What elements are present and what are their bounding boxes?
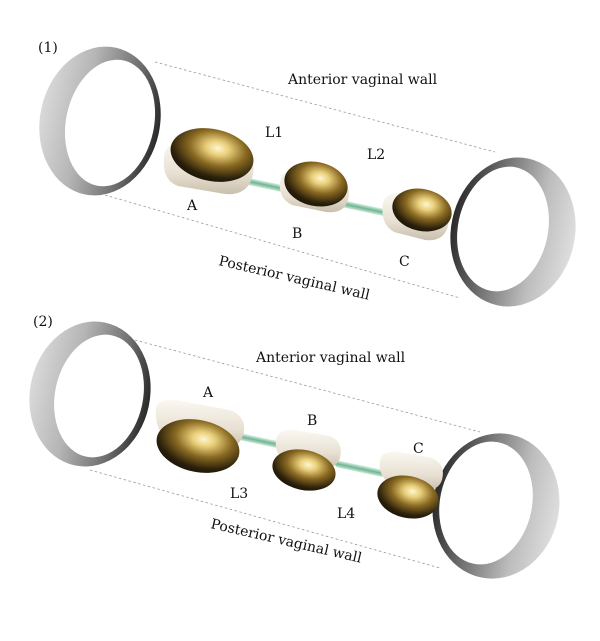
panel-2-probe xyxy=(155,399,443,519)
panel-1-top-guide-line xyxy=(154,61,496,153)
panel-1-right-ring xyxy=(450,157,576,307)
panel-2-dome-A xyxy=(156,419,240,473)
panel-2-bottom-guide-line xyxy=(89,469,441,569)
panel-2-dome-B xyxy=(272,449,336,491)
panel-2-sensor-B-label: B xyxy=(307,413,317,429)
panel-1-bottom-guide-line xyxy=(104,194,461,299)
panel-2-link-L4 xyxy=(335,460,385,477)
panel-1-dome-B xyxy=(284,161,348,207)
panel-2: (2) Anterior vaginal wall Posterior vagi… xyxy=(29,314,560,579)
panel-1-left-ring xyxy=(39,46,161,196)
panel-1-sensor-B-label: B xyxy=(292,226,302,242)
panel-1: (1) Anterior vaginal wall Posterior xyxy=(38,40,576,307)
panel-2-link-L3-label: L3 xyxy=(230,486,248,502)
panel-1-link-L2-label: L2 xyxy=(367,147,385,163)
panel-1-link-L1-label: L1 xyxy=(265,125,283,141)
panel-2-anterior-label: Anterior vaginal wall xyxy=(255,350,406,366)
panel-2-sensor-C-label: C xyxy=(413,441,424,457)
panel-2-left-ring xyxy=(29,321,151,467)
panel-2-posterior-label: Posterior vaginal wall xyxy=(209,516,364,566)
panel-1-sensor-C-label: C xyxy=(399,254,410,270)
panel-1-anterior-label: Anterior vaginal wall xyxy=(287,72,438,88)
panel-2-number: (2) xyxy=(33,314,53,330)
panel-1-posterior-label: Posterior vaginal wall xyxy=(217,253,372,303)
panel-2-sensor-A-label: A xyxy=(202,385,214,401)
panel-1-dome-A xyxy=(170,128,254,182)
panel-2-dome-C xyxy=(377,475,439,519)
panel-1-sensor-A-label: A xyxy=(186,198,198,214)
panel-2-link-L3 xyxy=(239,433,281,449)
panel-2-right-ring xyxy=(432,433,560,579)
panel-1-probe xyxy=(163,128,452,241)
panel-1-number: (1) xyxy=(38,40,58,56)
panel-1-dome-C xyxy=(392,188,452,232)
panel-2-link-L4-label: L4 xyxy=(337,506,355,522)
